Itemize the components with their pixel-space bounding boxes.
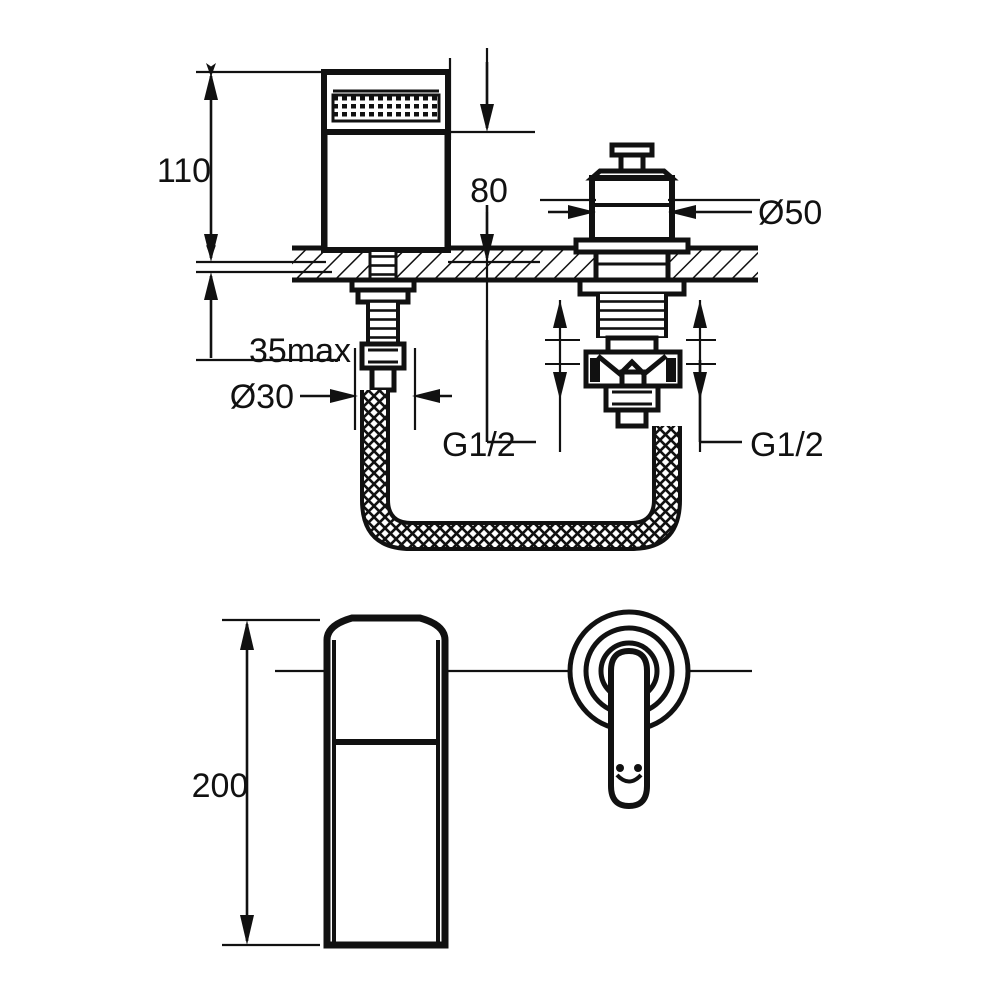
label-g12-right: G1/2 — [750, 426, 824, 464]
valve-body-tee — [583, 335, 683, 429]
dimension-d30: Ø30 — [230, 378, 452, 416]
dimension-35max: 35max — [204, 272, 351, 370]
dimension-110: 110 — [157, 63, 218, 262]
spout-column — [321, 69, 451, 253]
leader-g12-left: G1/2 — [442, 340, 536, 464]
valve-threaded-shank — [577, 249, 687, 338]
leader-g12-right: G1/2 — [698, 360, 824, 464]
dimension-d50: Ø50 — [548, 194, 822, 232]
valve-cartridge-head — [573, 142, 691, 255]
lever-handle — [608, 647, 650, 810]
spout-body-front — [323, 614, 449, 949]
valve-shank-arrows — [545, 300, 716, 400]
dimension-80-label: 80 — [470, 172, 508, 210]
dimension-d50-label: Ø50 — [758, 194, 822, 232]
dimension-80: 80 — [470, 62, 508, 262]
dimension-200-label: 200 — [192, 767, 249, 805]
dimension-35max-label: 35max — [249, 332, 351, 370]
dimension-200: 200 — [192, 618, 320, 947]
braided-hose — [360, 390, 682, 551]
label-g12-left: G1/2 — [442, 426, 516, 464]
dimension-d30-label: Ø30 — [230, 378, 294, 416]
dimension-110-label: 110 — [157, 152, 211, 190]
spout-threaded-stem — [349, 252, 417, 393]
